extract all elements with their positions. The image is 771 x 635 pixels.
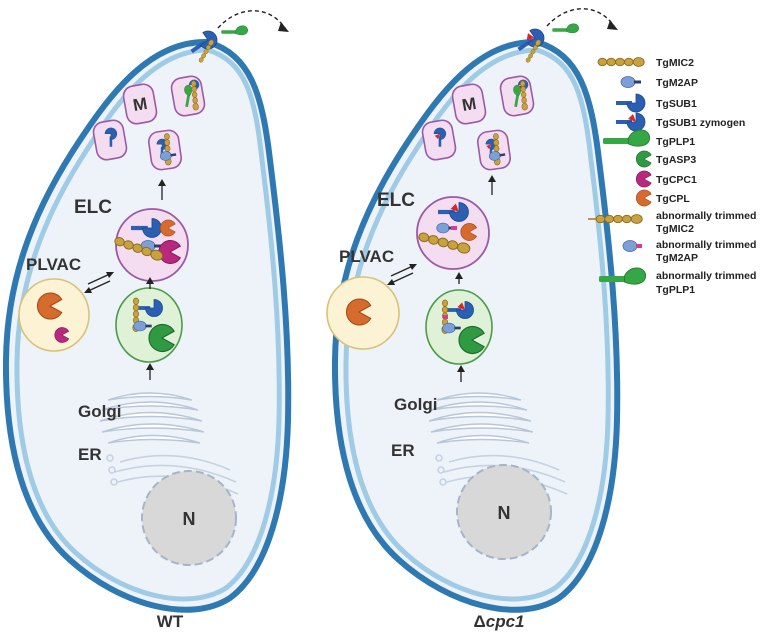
golgi-label-cpc1: Golgi [394, 395, 437, 414]
legend-symbol-tgm2ap [620, 76, 642, 88]
legend-label-tgcpl: TgCPL [656, 193, 690, 205]
legend-symbol-abnormal-tgmic2 [588, 213, 644, 225]
er-label-wt: ER [78, 445, 102, 464]
legend-label-tgm2ap: TgM2AP [656, 77, 698, 89]
legend-symbol-tgsub1 [615, 93, 646, 113]
legend-label-tgsub1-zymogen: TgSUB1 zymogen [656, 117, 745, 129]
caption-cpc1: Δcpc1 [474, 612, 525, 631]
legend-symbol-tgmic2 [597, 56, 646, 68]
legend: TgMIC2 TgM2AP TgSUB1 TgSUB1 zymogen TgPL… [588, 56, 756, 296]
legend-label-abnormal-tgmic2-line1: abnormally trimmed [656, 210, 756, 222]
elc-label-wt: ELC [74, 197, 112, 218]
legend-label-abnormal-tgmic2-line2: TgMIC2 [656, 223, 694, 235]
panel-wt: M ELC PLVAC [2, 10, 292, 631]
legend-label-abnormal-tgplp1-line1: abnormally trimmed [656, 270, 756, 282]
plvac-label-wt: PLVAC [26, 255, 81, 274]
legend-symbol-abnormal-tgm2ap [622, 240, 642, 252]
legend-symbol-tgsub1-zymogen [615, 112, 646, 132]
caption-cpc1-delta: Δ [474, 612, 486, 631]
panel-cpc1: M ELC PLVAC [326, 8, 621, 631]
legend-label-tgsub1: TgSUB1 [656, 98, 697, 110]
legend-label-tgcpc1: TgCPC1 [656, 174, 697, 186]
nucleus-label-cpc1: N [498, 503, 511, 523]
legend-label-tgplp1: TgPLP1 [656, 136, 695, 148]
legend-label-abnormal-tgplp1-line2: TgPLP1 [656, 284, 695, 296]
caption-cpc1-gene: cpc1 [486, 612, 525, 631]
legend-label-tgasp3: TgASP3 [656, 154, 696, 166]
legend-label-tgmic2: TgMIC2 [656, 57, 694, 69]
legend-label-abnormal-tgm2ap-line2: TgM2AP [656, 252, 698, 264]
legend-symbol-tgplp1 [602, 129, 651, 147]
legend-symbol-tgcpl [635, 189, 652, 207]
micronemes-label-cpc1: M [460, 94, 477, 115]
legend-label-abnormal-tgm2ap-line1: abnormally trimmed [656, 239, 756, 251]
legend-symbol-tgasp3 [635, 150, 652, 168]
nucleus-label-wt: N [183, 509, 196, 529]
er-label-cpc1: ER [391, 441, 415, 460]
legend-symbol-tgcpc1 [635, 170, 652, 188]
micronemes-label-wt: M [131, 94, 148, 115]
elc-label-cpc1: ELC [377, 190, 415, 211]
golgi-label-wt: Golgi [78, 402, 121, 421]
caption-wt: WT [157, 612, 184, 631]
plvac-label-cpc1: PLVAC [339, 247, 394, 266]
